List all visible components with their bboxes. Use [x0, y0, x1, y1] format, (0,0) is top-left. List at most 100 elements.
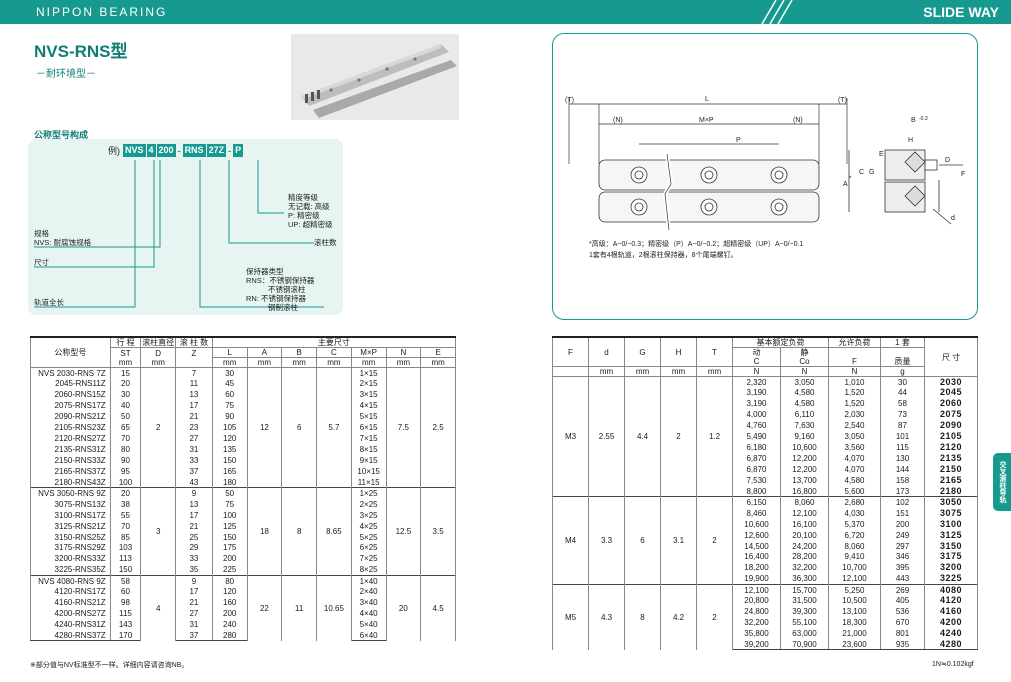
- dim-C-value: 5.7: [316, 366, 352, 488]
- dynamic-rating: 35,800: [732, 628, 781, 639]
- mass-value: 158: [880, 474, 925, 486]
- size-code: 2150: [924, 464, 978, 475]
- static-rating: 63,000: [780, 628, 829, 639]
- mass-value: 801: [880, 628, 925, 639]
- allowable-load: 23,600: [828, 639, 881, 651]
- size-code: 4200: [924, 617, 978, 629]
- brand-name: NIPPON BEARING: [36, 5, 168, 19]
- col-allow-F: F: [828, 347, 881, 367]
- dim-C: C: [859, 169, 864, 176]
- size-code: 3075: [924, 507, 978, 519]
- stroke-value: 95: [109, 465, 142, 477]
- dim-H-value: 2: [660, 375, 697, 497]
- allowable-load: 3,050: [828, 431, 881, 443]
- unit: mm: [588, 366, 625, 377]
- mass-value: 30: [880, 376, 925, 388]
- roller-count: 9: [175, 574, 213, 587]
- dim-T-value: 2: [696, 496, 733, 585]
- model-number: 4240-RNS31Z: [30, 619, 111, 630]
- dim-E: E: [879, 151, 884, 158]
- stroke-value: 150: [109, 564, 142, 576]
- static-rating: 12,200: [780, 453, 829, 464]
- mass-value: 144: [880, 464, 925, 475]
- table-footnote: ※部分值与NV标准型不一样。详细内容请咨询NB。: [30, 662, 189, 669]
- col-main-dims: 主要尺寸: [211, 336, 457, 348]
- dim-H: H: [908, 137, 913, 144]
- size-code: 3150: [924, 540, 978, 552]
- col-G: G: [624, 336, 661, 367]
- mass-value: 249: [880, 529, 925, 541]
- header-bar: NIPPON BEARING SLIDE WAY: [0, 0, 1011, 24]
- unit: mm: [118, 358, 133, 367]
- dim-G: G: [869, 169, 874, 176]
- cage-line: RN: 不锈钢保持器: [246, 294, 306, 303]
- length-value: 240: [211, 619, 248, 630]
- length-value: 150: [211, 531, 248, 543]
- model-number: 4120-RNS17Z: [30, 586, 111, 598]
- roller-count: 35: [175, 564, 213, 576]
- dynamic-rating: 2,320: [732, 376, 781, 388]
- stroke-value: 90: [109, 455, 142, 466]
- dim-E-value: 2.5: [420, 366, 456, 488]
- dim-d-value: 3.3: [588, 496, 625, 585]
- code-leader-lines: [34, 160, 324, 308]
- roller-count: 31: [175, 619, 213, 630]
- dynamic-rating: 12,600: [732, 529, 781, 541]
- allowable-load: 13,100: [828, 606, 881, 618]
- code-section-title: 公称型号构成: [34, 130, 89, 140]
- dim-B-tolerance: -0.3: [919, 116, 928, 122]
- size-code: 2165: [924, 474, 978, 486]
- model-number: 3150-RNS25Z: [30, 531, 111, 543]
- side-tab[interactable]: 交叉滚柱导轨: [993, 453, 1011, 511]
- pitch-value: 6×15: [350, 422, 387, 434]
- mass-value: 346: [880, 551, 925, 563]
- section-name: SLIDE WAY: [923, 4, 999, 20]
- col-ST-label: ST: [120, 349, 131, 358]
- cage-line: 钢制滚柱: [268, 303, 298, 312]
- roller-count: 37: [175, 630, 213, 642]
- col-Co-label: Co: [799, 357, 810, 366]
- roller-count: 33: [175, 553, 213, 565]
- dynamic-rating: 20,800: [732, 595, 781, 607]
- roller-count: 29: [175, 542, 213, 554]
- static-rating: 13,700: [780, 474, 829, 486]
- stroke-value: 20: [109, 378, 142, 390]
- size-code: 3175: [924, 551, 978, 563]
- model-number: 4160-RNS21Z: [30, 597, 111, 609]
- unit: N: [828, 366, 881, 377]
- code-rollers: 27Z: [206, 144, 227, 157]
- unit: mm: [246, 357, 283, 368]
- roller-count: 31: [175, 444, 213, 455]
- dynamic-rating: 16,400: [732, 551, 781, 563]
- static-rating: 28,200: [780, 551, 829, 563]
- allowable-load: 2,030: [828, 409, 881, 421]
- dim-G-value: 4.4: [624, 375, 661, 497]
- size-code: 4240: [924, 628, 978, 639]
- static-rating: 20,100: [780, 529, 829, 541]
- model-number: 4200-RNS27Z: [30, 608, 111, 620]
- static-rating: 32,200: [780, 562, 829, 574]
- roller-count: 33: [175, 455, 213, 466]
- stroke-value: 30: [109, 389, 142, 401]
- size-code: 2075: [924, 409, 978, 421]
- static-rating: 70,900: [780, 639, 829, 651]
- code-dash: -: [177, 145, 181, 156]
- pitch-value: 4×40: [350, 608, 387, 620]
- dim-A-value: 22: [246, 574, 283, 641]
- header-stripes: [761, 0, 793, 24]
- stroke-value: 58: [109, 574, 142, 587]
